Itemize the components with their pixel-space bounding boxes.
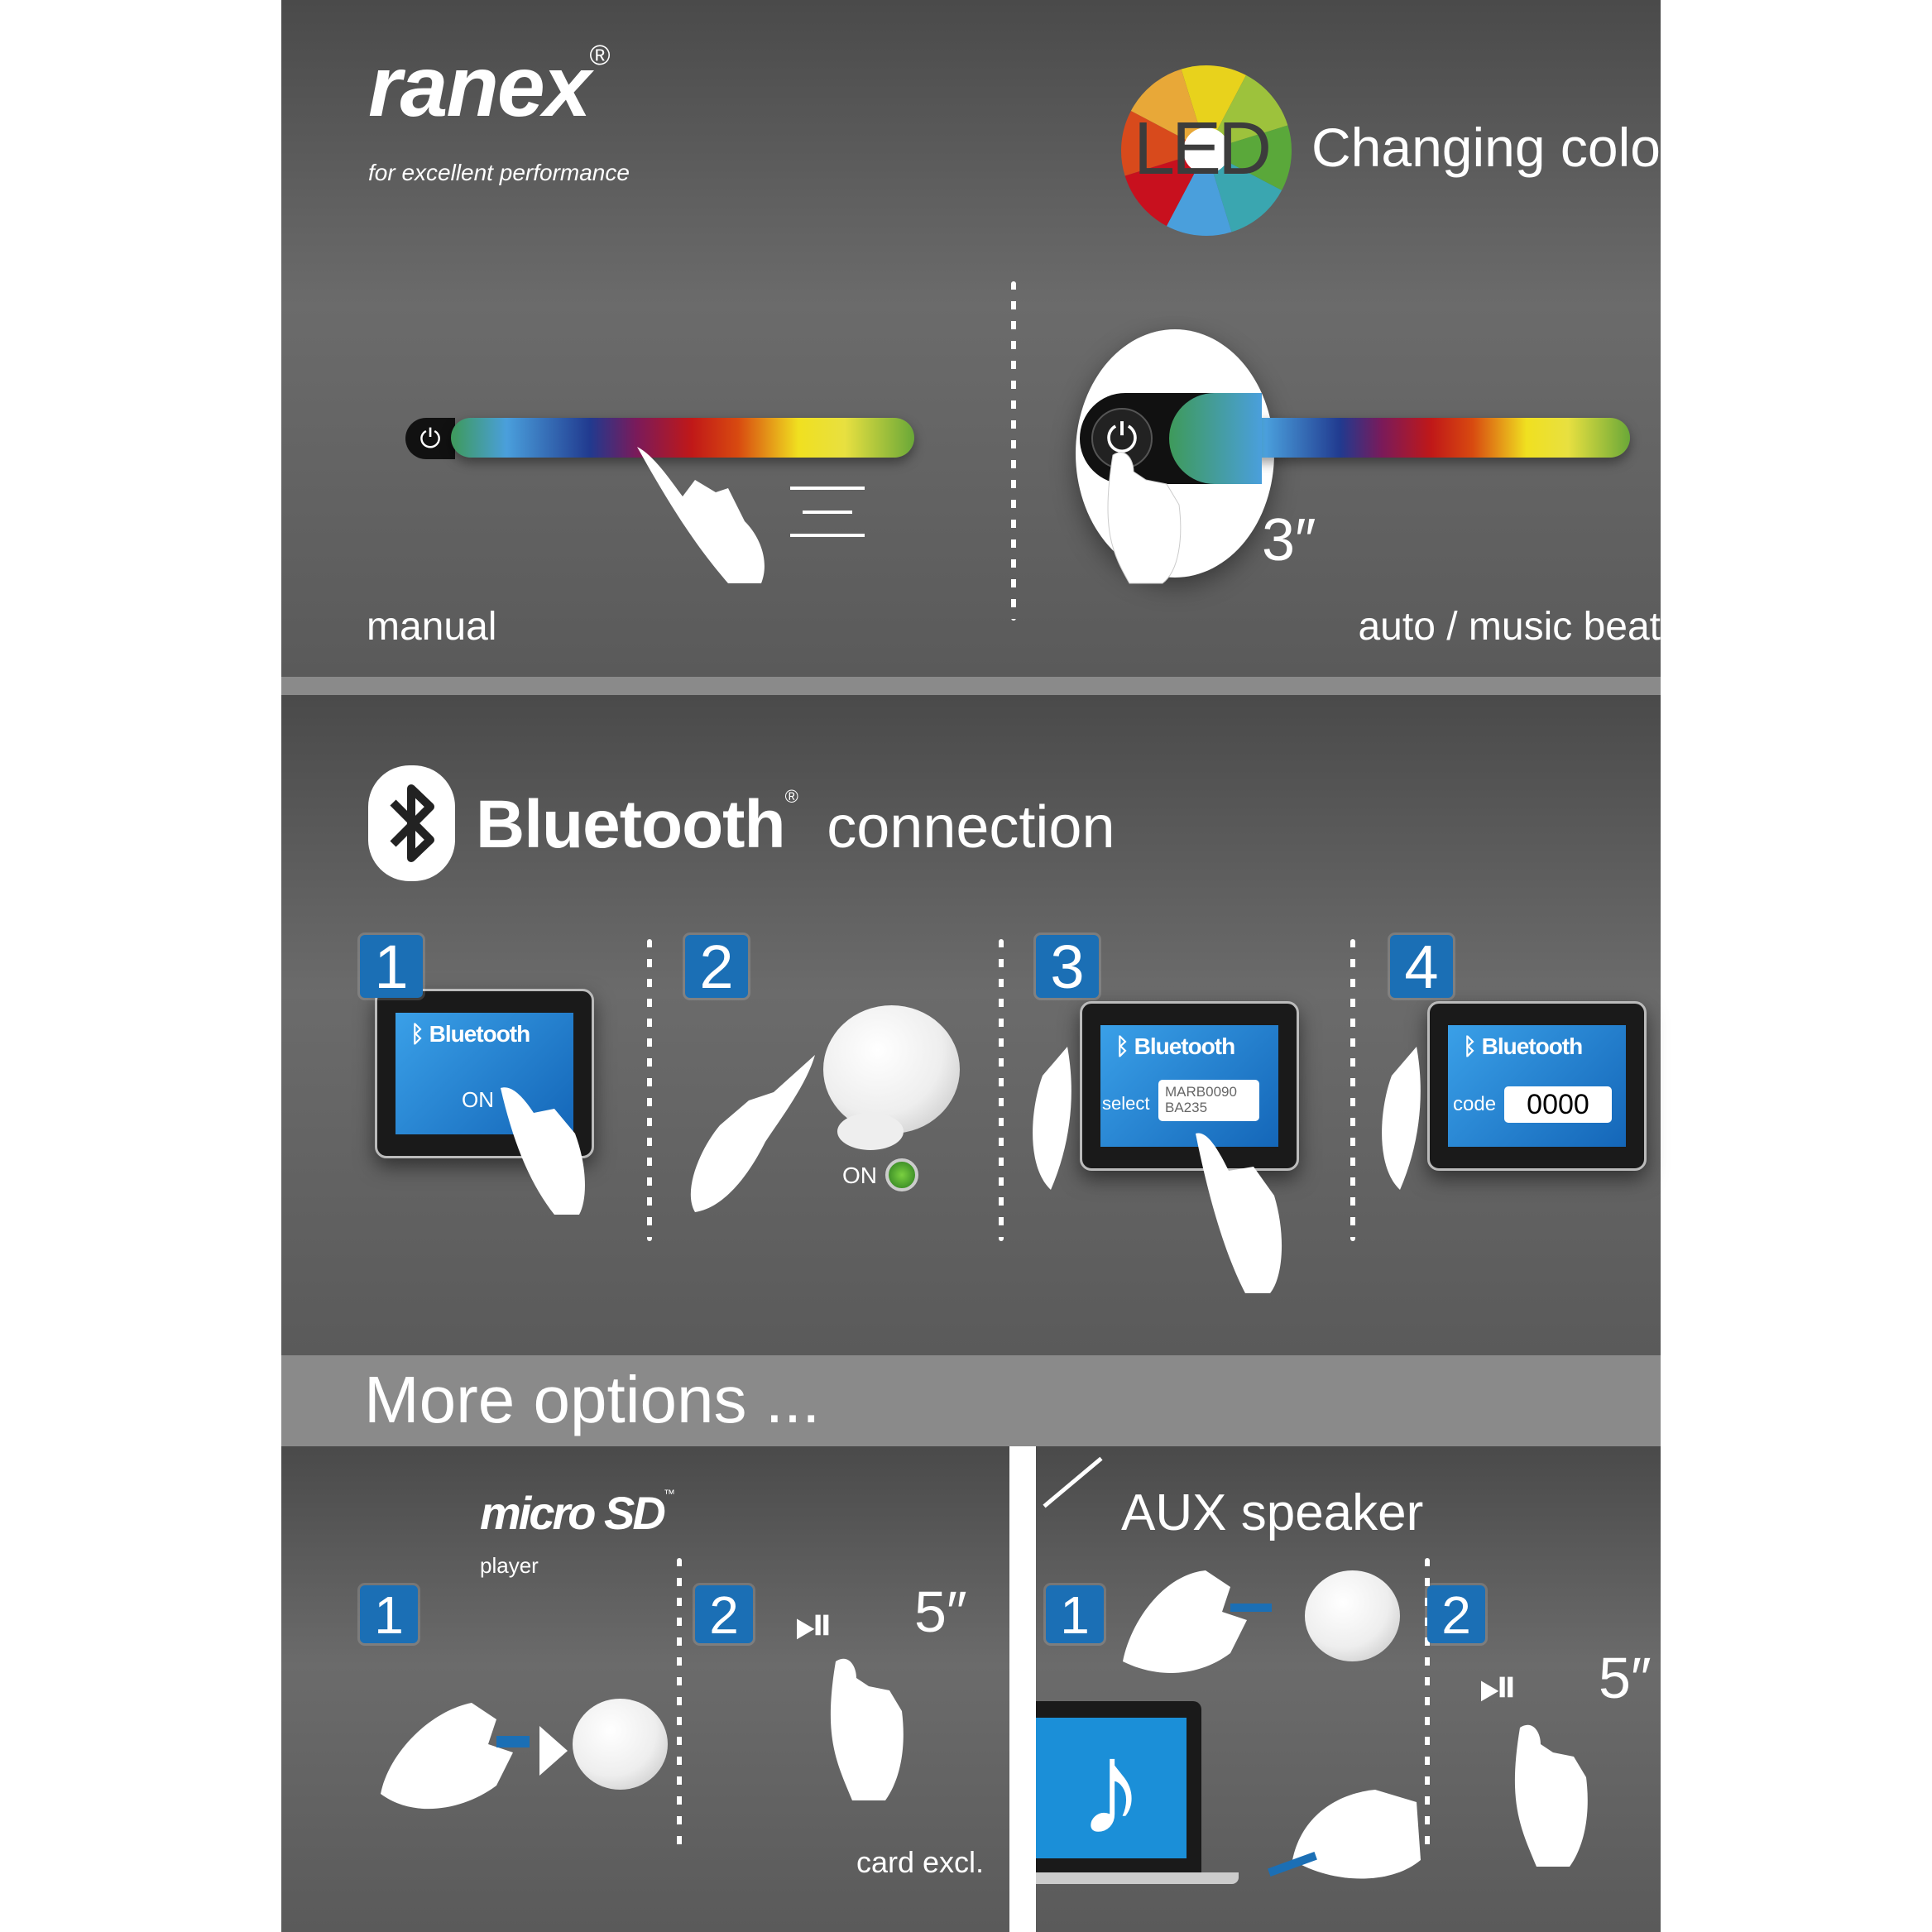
screen-brand: ᛒ Bluetooth — [1115, 1033, 1235, 1059]
registered-mark: ® — [784, 786, 798, 807]
card-excluded-note: card excl. — [856, 1845, 985, 1879]
hold-time-3s: 3″ — [1262, 507, 1316, 573]
hand-hold-icon — [1033, 1047, 1071, 1190]
aux-section: AUX speaker 1 ♪ 2 ⏯ 5″ — [1036, 1446, 1661, 1932]
hand-swipe-icon — [637, 447, 765, 583]
bluetooth-title: connection — [827, 794, 1115, 861]
step-badge-1: 1 — [360, 1585, 418, 1645]
step-badge-2: 2 — [685, 935, 748, 1000]
divider — [1350, 939, 1355, 1241]
tablet-step-4: ᛒ Bluetooth code 0000 — [1427, 1001, 1647, 1171]
code-label: code — [1453, 1093, 1497, 1115]
wheel-segment — [1181, 65, 1247, 151]
step-badge-2: 2 — [695, 1585, 753, 1645]
power-button[interactable]: ⏻ — [405, 418, 455, 459]
divider — [1425, 1558, 1430, 1856]
manual-label: manual — [367, 605, 497, 649]
bluetooth-word: Bluetooth — [476, 787, 786, 862]
motion-line — [790, 487, 865, 490]
hold-time-5s: 5″ — [914, 1580, 967, 1644]
step-badge-4: 4 — [1390, 935, 1453, 1000]
bluetooth-heading: Bluetooth® connection — [476, 786, 1115, 864]
play-pause-button-icon[interactable]: ⏯ — [1479, 1658, 1518, 1714]
arrow-right-icon — [539, 1726, 568, 1776]
tablet-step-3: ᛒ Bluetooth select MARB0090 BA235 — [1080, 1001, 1299, 1171]
motion-line — [790, 534, 865, 537]
hold-time-5s: 5″ — [1599, 1646, 1652, 1710]
speaker-device — [823, 1005, 960, 1134]
hand-press-icon — [1514, 1724, 1588, 1867]
wheel-segment — [1121, 110, 1206, 176]
wheel-segment — [1206, 151, 1282, 233]
more-options-title: More options ... — [364, 1363, 821, 1436]
hand-plug-icon — [1268, 1790, 1421, 1879]
screen-brand: ᛒ Bluetooth — [410, 1021, 530, 1047]
hand-point-icon — [690, 1055, 815, 1212]
wheel-segment — [1206, 74, 1288, 151]
divider — [999, 939, 1004, 1241]
bluetooth-logo-icon — [368, 765, 455, 881]
divider — [647, 939, 652, 1241]
aux-cable-icon — [1043, 1456, 1103, 1508]
device-on-label: ON — [842, 1163, 877, 1188]
wheel-segment — [1166, 151, 1232, 236]
step-badge-1: 1 — [360, 935, 423, 1000]
laptop-base — [1036, 1872, 1239, 1884]
on-toggle[interactable]: ON — [462, 1087, 494, 1112]
motion-line — [803, 511, 852, 514]
step-badge-3: 3 — [1036, 935, 1099, 1000]
step-badge-2: 2 — [1427, 1585, 1485, 1645]
pin-code-field[interactable]: 0000 — [1504, 1086, 1612, 1123]
hand-press-icon — [1107, 452, 1182, 584]
device-name-option[interactable]: MARB0090 BA235 — [1158, 1080, 1259, 1121]
microsd-section: micro SD™ player 1 2 ⏯ 5″ card excl. — [281, 1446, 1009, 1932]
brand-name: ranex — [368, 39, 592, 135]
hand-tap-icon — [1196, 1133, 1282, 1293]
screen-brand: ᛒ Bluetooth — [1463, 1033, 1583, 1059]
bluetooth-section: Bluetooth® connection ᛒ Bluetooth ON 1 2… — [281, 695, 1661, 1355]
color-slider-auto[interactable] — [1216, 418, 1630, 458]
hand-hold-icon — [1382, 1047, 1421, 1190]
microsd-logo: micro SD™ player — [480, 1487, 675, 1579]
led-section: ranex® for excellent performance LED Cha… — [281, 0, 1679, 677]
step-badge-1: 1 — [1046, 1585, 1104, 1645]
wheel-segment — [1206, 125, 1292, 191]
play-pause-button-icon[interactable]: ⏯ — [794, 1596, 834, 1652]
hand-insert-card-icon — [381, 1703, 530, 1810]
select-label: select — [1102, 1093, 1150, 1114]
wheel-center — [1183, 127, 1230, 174]
hand-press-icon — [830, 1658, 904, 1800]
brand-logo: ranex® for excellent performance — [368, 41, 630, 186]
separator — [281, 677, 1661, 695]
brand-tagline: for excellent performance — [368, 160, 630, 185]
wheel-segment — [1124, 151, 1206, 227]
registered-mark: ® — [589, 40, 611, 71]
tablet-step-1: ᛒ Bluetooth ON — [375, 989, 594, 1158]
wheel-segment — [1130, 69, 1206, 151]
led-badge: LED — [1134, 108, 1272, 190]
laptop-icon: ♪ — [1036, 1701, 1201, 1879]
auto-music-label: auto / music beat — [1358, 605, 1661, 649]
divider — [1011, 281, 1016, 621]
speaker-device — [573, 1699, 668, 1790]
hand-tap-icon — [501, 1087, 585, 1215]
color-slider-manual[interactable] — [451, 418, 914, 458]
led-title: Changing color — [1311, 117, 1679, 178]
aux-title: AUX speaker — [1121, 1484, 1424, 1541]
power-button-large[interactable]: ⏻ — [1080, 393, 1262, 484]
led-color-wheel-icon — [1121, 65, 1292, 236]
music-note-icon: ♪ — [1078, 1714, 1144, 1862]
hand-plug-icon — [1123, 1570, 1272, 1673]
on-indicator-led — [885, 1158, 918, 1191]
more-options-band: More options ... — [281, 1355, 1661, 1446]
speaker-stand — [837, 1113, 904, 1150]
divider — [677, 1558, 682, 1856]
speaker-device — [1305, 1570, 1400, 1661]
